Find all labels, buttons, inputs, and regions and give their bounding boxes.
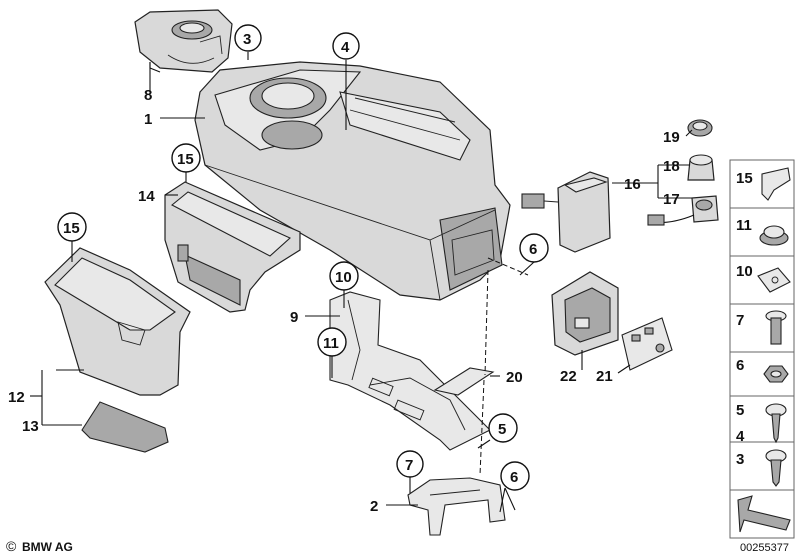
callout-5: 5 [498,421,506,438]
callout-6-lower: 6 [510,469,518,486]
assembly-line [484,269,489,376]
part-20-plate [433,367,495,396]
legend-11: 11 [736,217,752,234]
part-13-mat [81,401,169,453]
legend-4: 4 [736,428,745,445]
callout-21: 21 [596,368,613,385]
direction-arrow-icon [737,495,791,533]
callouts: 8 1 3 4 15 14 15 12 13 10 9 11 20 5 7 6 … [8,24,680,515]
leader-lines [30,52,693,513]
part-22-panel [551,271,619,356]
callout-8: 8 [144,87,152,104]
legend-15: 15 [736,170,753,187]
part-16-socket [521,171,611,253]
legend-5: 5 [736,402,744,419]
copyright-symbol: © [6,538,17,554]
part-18-insert [687,154,715,181]
document-number: 00255377 [740,542,789,554]
fastener-legend: 15 11 10 7 6 5 4 3 [729,159,795,539]
callout-10: 10 [335,269,352,286]
part-12-storage-bin [44,247,191,396]
callout-4: 4 [341,39,350,56]
part-19-cap [687,119,713,137]
callout-7: 7 [405,457,413,474]
callout-20: 20 [506,369,523,386]
callout-18: 18 [663,158,680,175]
legend-7: 7 [736,312,744,329]
callout-3: 3 [243,31,251,48]
part-8-cup-holder [134,9,233,73]
callout-2: 2 [370,498,378,515]
callout-12: 12 [8,389,25,406]
legend-3: 3 [736,451,744,468]
part-2-bracket [407,477,506,536]
callout-17: 17 [663,191,680,208]
callout-6-upper: 6 [529,241,537,258]
callout-13: 13 [22,418,39,435]
part-21-plate [621,317,673,371]
callout-19: 19 [663,129,680,146]
part-17-socket [647,195,719,226]
callout-1: 1 [144,111,152,128]
callout-16: 16 [624,176,641,193]
part-14-storage-tray [164,181,301,313]
callout-15-lower: 15 [63,220,80,237]
legend-10: 10 [736,263,753,280]
part-1-center-console [194,61,511,301]
callout-14: 14 [138,188,155,205]
copyright-text: BMW AG [22,540,73,554]
callout-22: 22 [560,368,577,385]
callout-11: 11 [323,335,339,352]
callout-9: 9 [290,309,298,326]
callout-15-upper: 15 [177,151,194,168]
assembly-line [487,257,529,276]
legend-6: 6 [736,357,744,374]
